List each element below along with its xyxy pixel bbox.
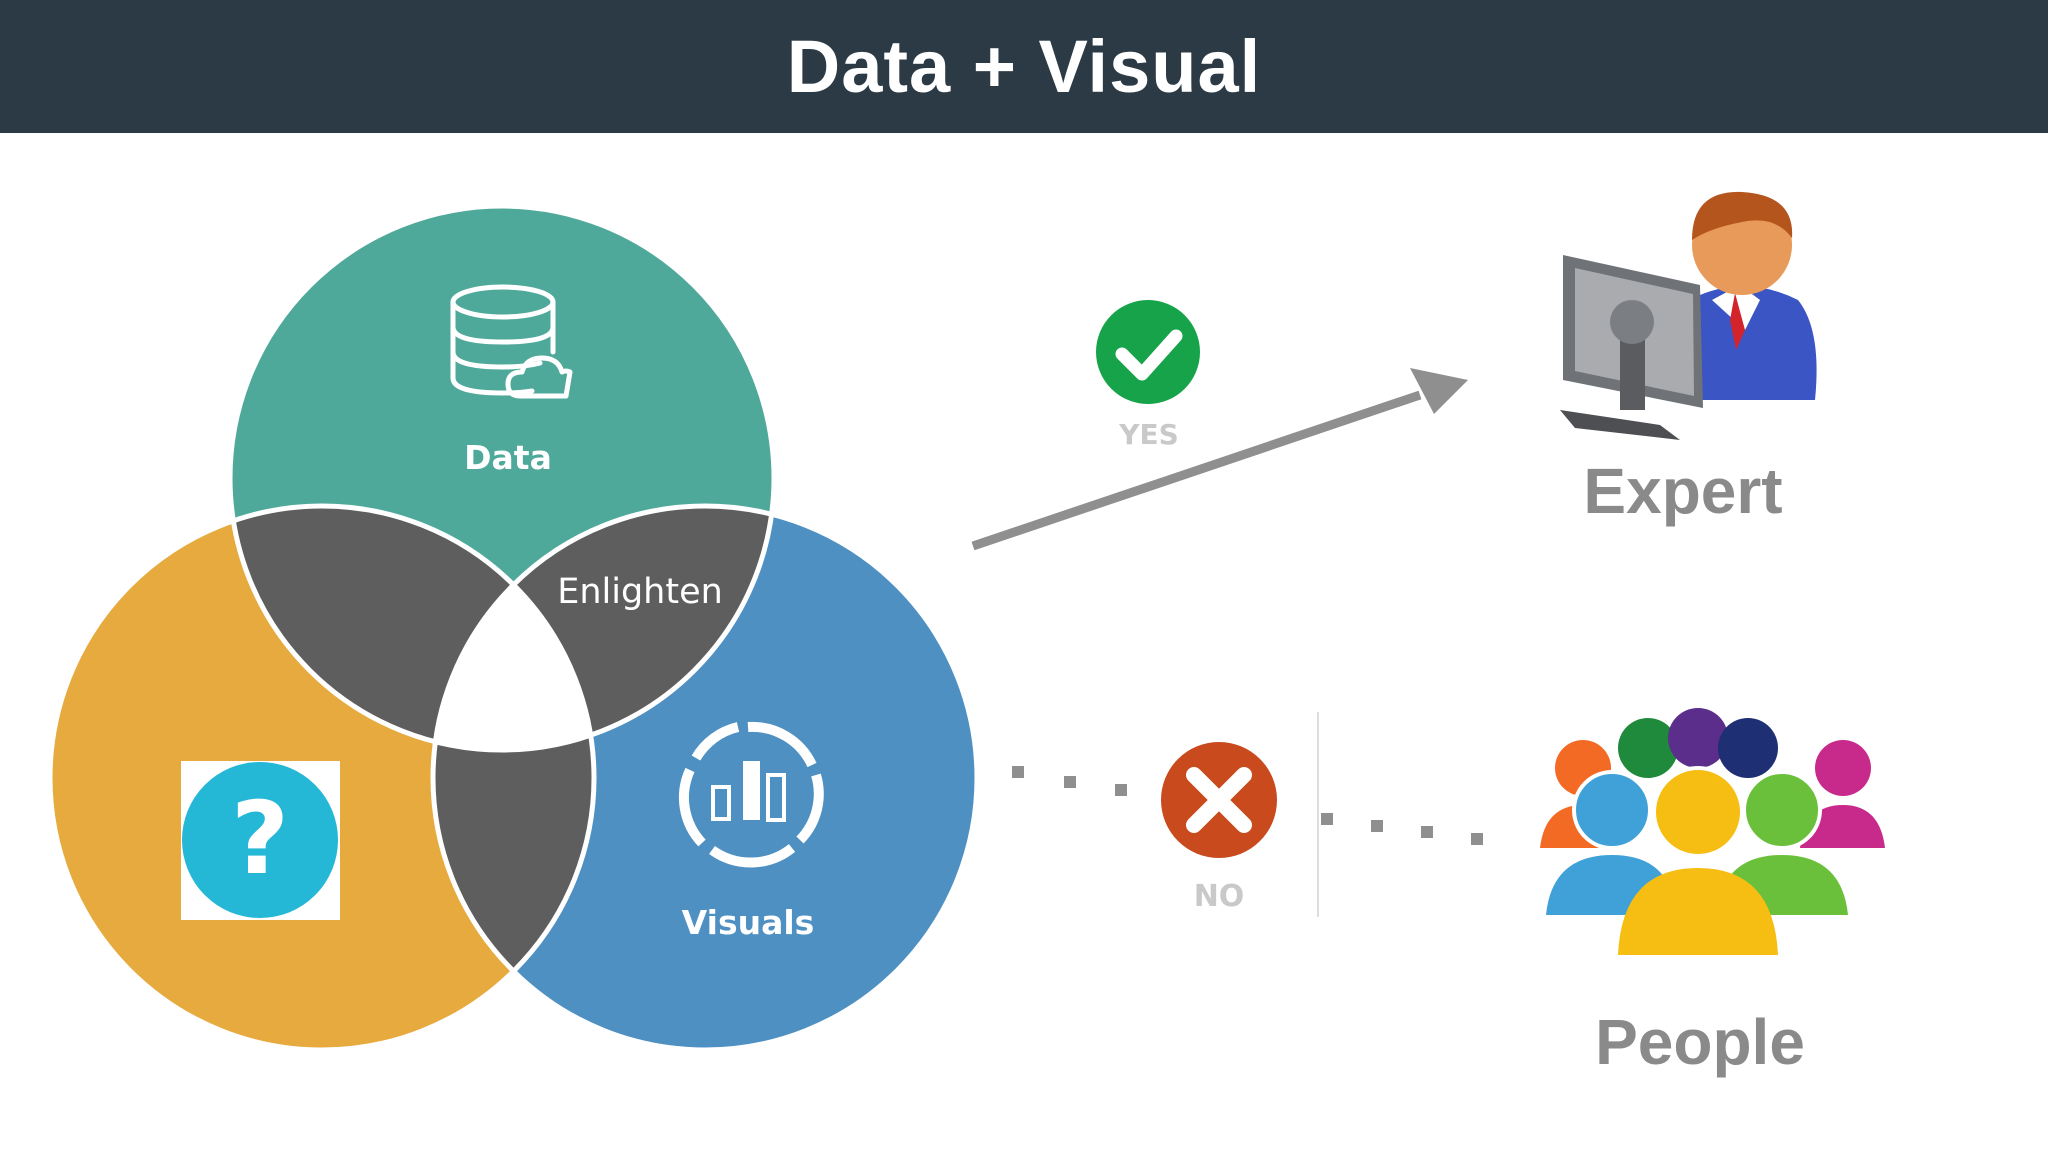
question-mark-icon: ?: [181, 761, 340, 920]
people-group-icon: [1540, 708, 1885, 955]
venn-label-overlap: Enlighten: [557, 572, 723, 612]
yes-label: YES: [1118, 418, 1179, 451]
venn-diagram: [47, 203, 980, 1053]
title-bar: Data + Visual: [0, 0, 2048, 133]
expert-at-computer-icon: [1560, 191, 1817, 440]
no-label: NO: [1194, 879, 1245, 914]
people-label: People: [1595, 1006, 1805, 1078]
x-circle-icon: [1161, 742, 1277, 858]
yes-arrow: [971, 368, 1468, 551]
venn-label-data: Data: [464, 438, 552, 477]
venn-overlap-data-question: [230, 506, 594, 750]
venn-label-visuals: Visuals: [682, 903, 815, 942]
no-dotted-line: [1012, 766, 1483, 845]
bar-chart-ring-icon: [678, 721, 824, 868]
svg-text:?: ?: [231, 780, 289, 897]
slide-title: Data + Visual: [786, 25, 1262, 108]
database-cloud-icon: [450, 284, 573, 399]
expert-label: Expert: [1583, 455, 1782, 527]
venn-overlap-data-visuals: [433, 506, 774, 750]
check-circle-icon: [1096, 300, 1200, 404]
